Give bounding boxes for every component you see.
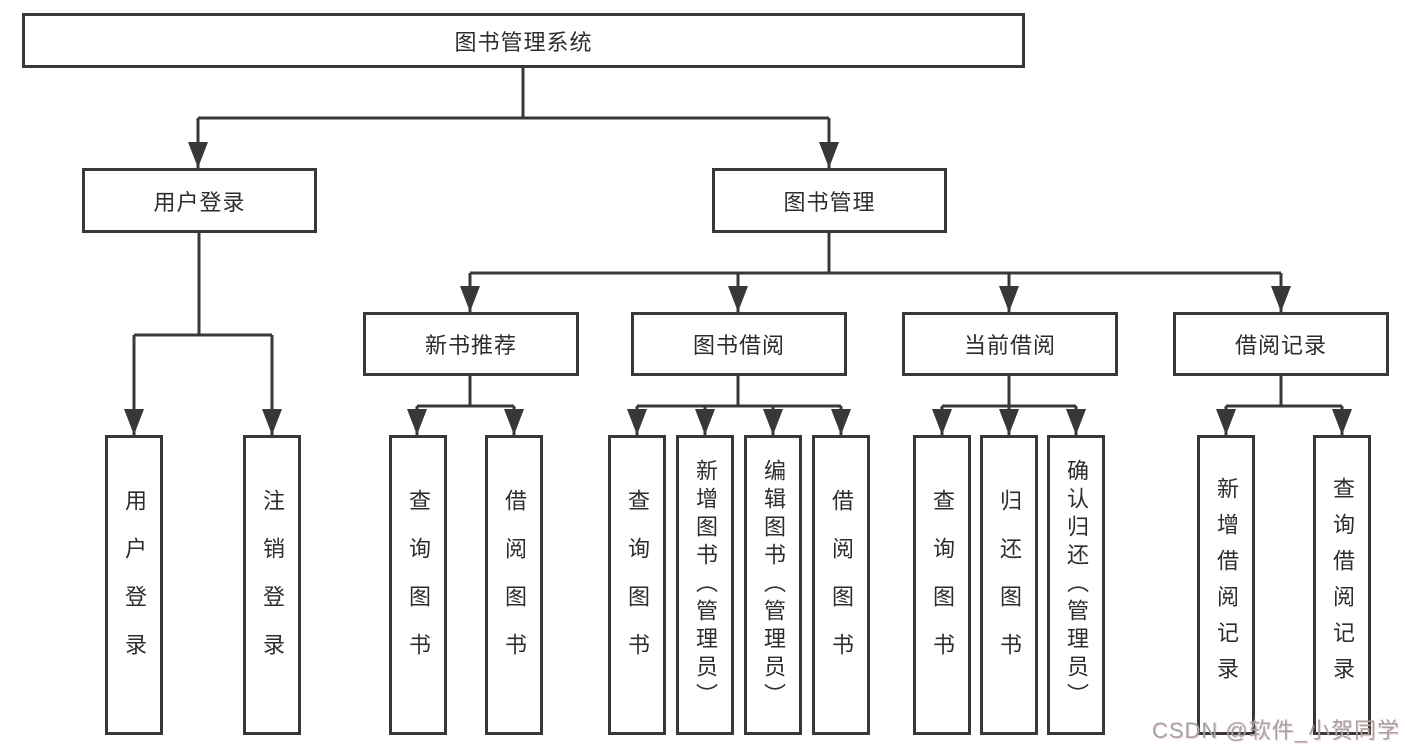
leaf-query-borrow-record: 查询借阅记录 (1313, 435, 1371, 735)
leaf-query-books-recommend: 查询图书 (389, 435, 447, 735)
leaf-add-books-admin: 新增图书（管理员） (676, 435, 734, 735)
leaf-add-borrow-record: 新增借阅记录 (1197, 435, 1255, 735)
node-current-borrowing: 当前借阅 (902, 312, 1118, 376)
watermark: CSDN @软件_小贺同学 (1151, 718, 1400, 743)
node-library-management-system: 图书管理系统 (22, 13, 1025, 68)
node-user-login: 用户登录 (82, 168, 317, 233)
leaf-edit-books-admin: 编辑图书（管理员） (744, 435, 802, 735)
leaf-confirm-return-admin: 确认归还（管理员） (1047, 435, 1105, 735)
leaf-query-books-current: 查询图书 (913, 435, 971, 735)
leaf-query-books-borrowing: 查询图书 (608, 435, 666, 735)
leaf-borrow-books-recommend: 借阅图书 (485, 435, 543, 735)
leaf-return-books: 归还图书 (980, 435, 1038, 735)
node-borrowing-records: 借阅记录 (1173, 312, 1389, 376)
leaf-logout: 注销登录 (243, 435, 301, 735)
leaf-borrow-books: 借阅图书 (812, 435, 870, 735)
leaf-user-login: 用户登录 (105, 435, 163, 735)
node-book-management: 图书管理 (712, 168, 947, 233)
node-book-borrowing: 图书借阅 (631, 312, 847, 376)
connector-arrows (124, 118, 1352, 435)
node-new-book-recommendation: 新书推荐 (363, 312, 579, 376)
connector-trunks (134, 66, 1342, 408)
